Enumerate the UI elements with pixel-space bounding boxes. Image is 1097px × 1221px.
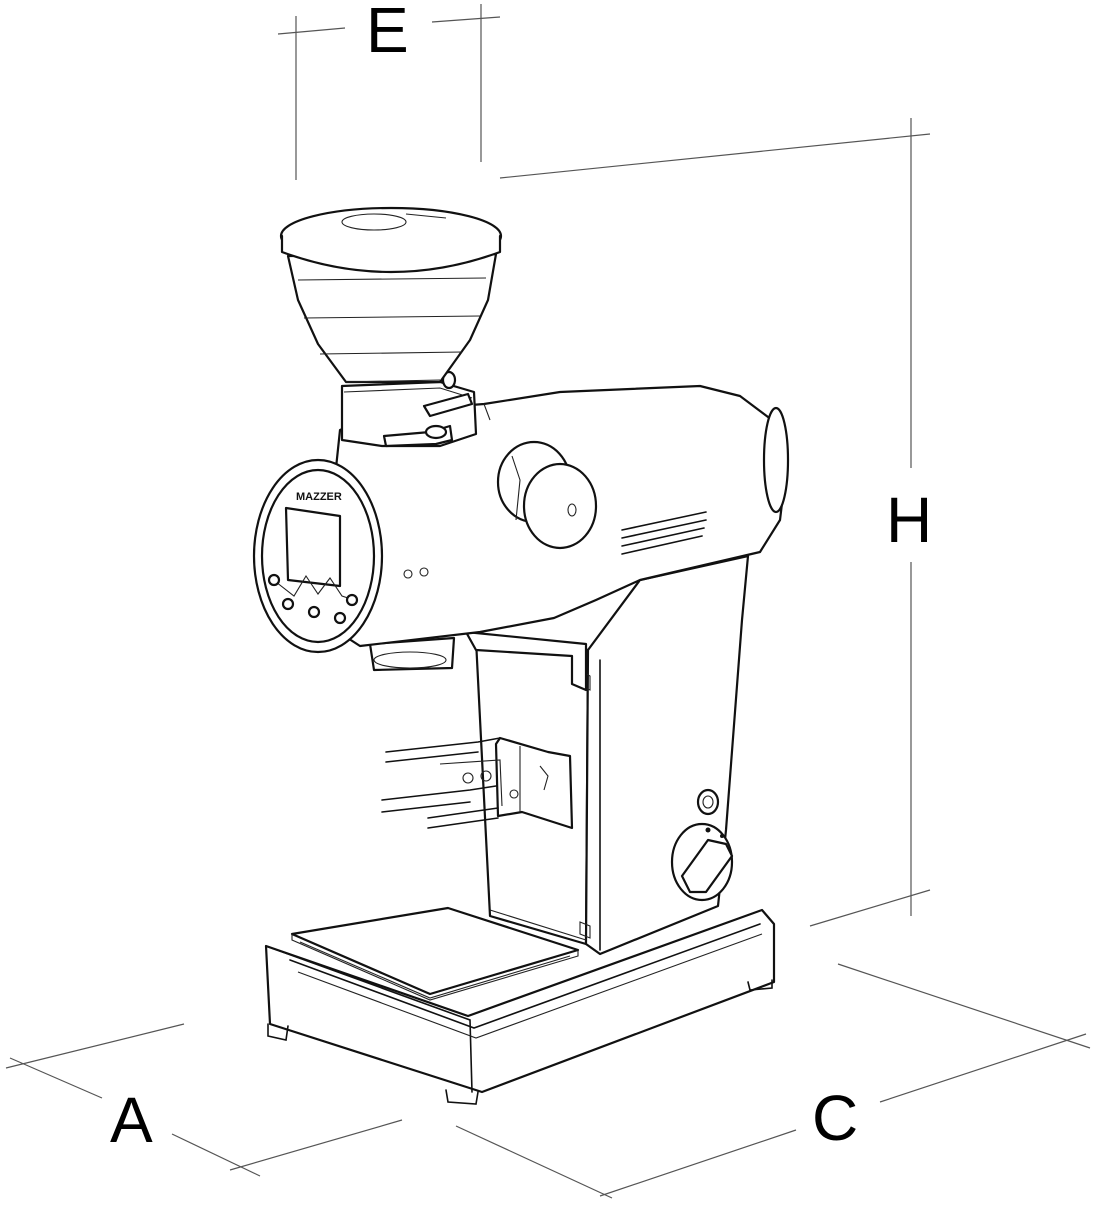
hopper-collar xyxy=(340,370,478,448)
portafilter-holder xyxy=(381,736,574,830)
front-control-panel: MAZZER xyxy=(252,458,429,654)
bean-hopper xyxy=(279,206,503,384)
grinder-illustration: MAZZER xyxy=(252,206,790,1105)
power-knob xyxy=(670,788,734,902)
grind-adjust-knob xyxy=(496,440,598,550)
dimension-label-e: E xyxy=(366,0,409,66)
dimension-c-lines xyxy=(455,963,1091,1199)
dimension-label-h: H xyxy=(886,484,932,556)
dimension-label-a: A xyxy=(110,1084,153,1156)
brand-logo: MAZZER xyxy=(296,491,342,503)
base xyxy=(264,908,776,1105)
dimension-h-lines xyxy=(499,118,931,927)
spout xyxy=(368,630,588,692)
dimension-label-c: C xyxy=(812,1082,858,1154)
dimension-e-lines xyxy=(277,4,501,180)
drip-tray xyxy=(290,906,580,1001)
dimension-a-lines xyxy=(5,1023,403,1177)
